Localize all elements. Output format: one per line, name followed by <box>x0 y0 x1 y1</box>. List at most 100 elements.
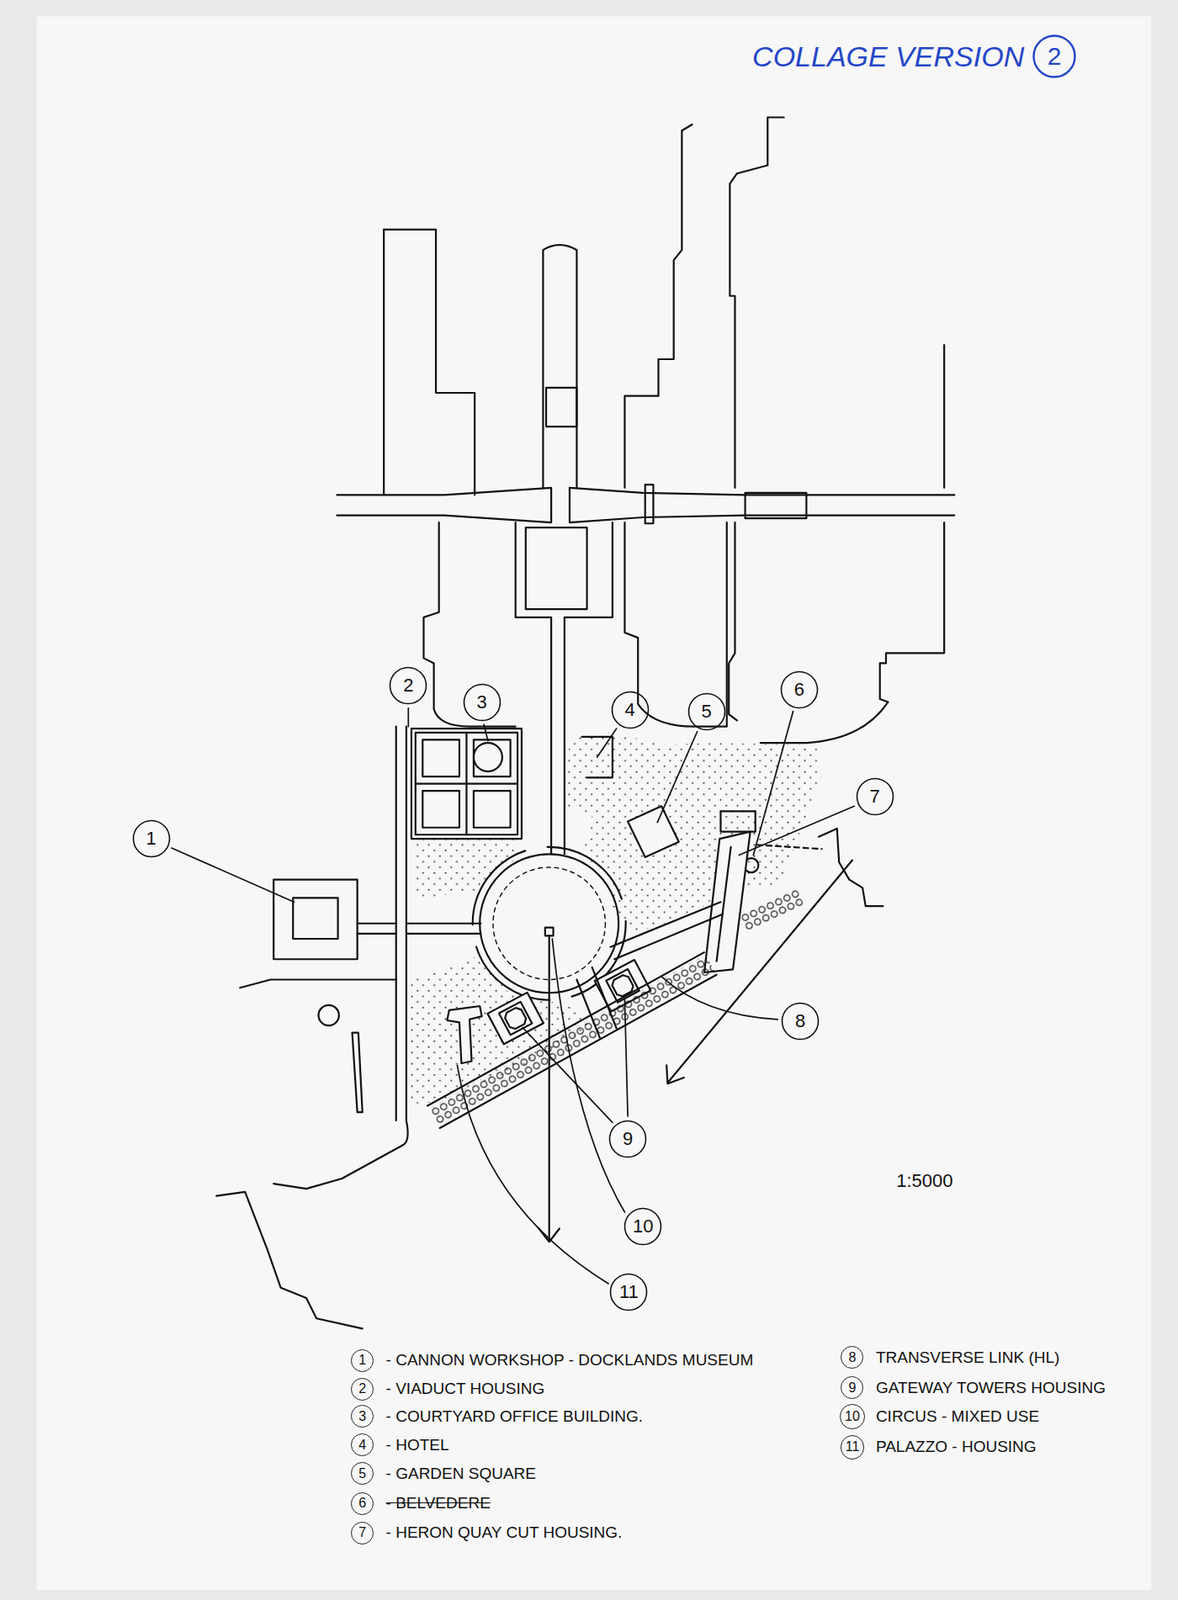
plan-lines-part <box>336 488 552 523</box>
circle-ring <box>610 1120 647 1157</box>
plan-lines-part <box>666 860 853 1085</box>
leader-lines-part <box>624 1000 628 1117</box>
stipple-area <box>567 732 823 934</box>
circle-ring <box>780 672 818 709</box>
callout-circle: 4 <box>610 690 650 730</box>
circle-ring <box>611 692 648 729</box>
circle-ring <box>610 1273 648 1311</box>
circle-ring <box>625 1209 662 1246</box>
plan-lines-part <box>569 488 955 523</box>
circle-ring <box>688 693 725 730</box>
legend-entry: - VIADUCT HOUSING <box>386 1380 546 1397</box>
plan-lines-part <box>415 732 518 835</box>
leader-lines-part <box>551 939 625 1213</box>
plan-lines-part <box>818 828 883 907</box>
version-circle: 2 <box>1032 34 1077 79</box>
circle-ring <box>1034 35 1076 77</box>
callout-circle: 7 <box>855 777 895 817</box>
sheet-title: COLLAGE VERSION <box>752 42 1025 71</box>
plan-lines-part <box>525 527 588 610</box>
legend-entry: - GARDEN SQUARE <box>386 1465 536 1482</box>
legend-entry: - HOTEL <box>386 1437 450 1454</box>
plan-lines-part-part <box>610 973 636 999</box>
callout-number: 4 <box>624 700 635 720</box>
callout-number: 8 <box>795 1012 806 1031</box>
legend-entry: CIRCUS - MIXED USE <box>875 1408 1040 1425</box>
legend-number: 1 <box>350 1349 374 1373</box>
legend-number: 7 <box>350 1522 374 1545</box>
plan-lines-part <box>273 1120 408 1189</box>
plan-lines-part <box>382 229 385 495</box>
circle-ring <box>856 779 893 816</box>
leader-lines-part <box>597 728 617 758</box>
plan-lines-part <box>757 844 822 850</box>
plan-lines-part <box>624 124 692 489</box>
plan-lines-part <box>645 484 654 524</box>
stipple-area <box>413 838 515 901</box>
callout-circle: 8 <box>780 1002 820 1041</box>
plan-lines-part <box>729 116 784 488</box>
plan-lines-part <box>411 728 522 839</box>
plan-lines-part <box>564 522 613 855</box>
callout-circle: 5 <box>687 692 727 732</box>
callout-circle: 3 <box>462 683 502 722</box>
plan-lines-part <box>610 902 722 960</box>
plan-lines-part <box>473 742 503 772</box>
plan-lines-part-part <box>498 1002 532 1035</box>
callout-circle: 6 <box>780 670 819 710</box>
legend-entry: PALAZZO - HOUSING <box>875 1438 1037 1455</box>
plan-lines-part-part <box>503 1006 529 1032</box>
callout-number: 1 <box>145 829 156 849</box>
legend-entry: GATEWAY TOWERS HOUSING <box>875 1379 1106 1396</box>
leader-lines-part <box>657 732 697 823</box>
plan-lines-part <box>546 387 577 427</box>
plan-lines-part <box>473 790 511 828</box>
plan-lines-part <box>446 1006 482 1064</box>
plan-lines-part <box>943 344 945 489</box>
callout-circle: 9 <box>608 1119 648 1159</box>
leader-lines-part <box>738 806 855 855</box>
circle-ring <box>132 821 170 858</box>
plan-lines-part-part <box>487 992 543 1045</box>
leader-lines <box>171 708 855 1285</box>
stipple <box>408 732 822 1105</box>
legend-entry: - HERON QUAY CUT HOUSING. <box>386 1524 623 1541</box>
legend-number: 10 <box>839 1404 865 1430</box>
plan-lines-part <box>427 952 717 1129</box>
leader-lines-part <box>483 724 489 741</box>
plan-lines-part <box>720 811 755 832</box>
plan-lines-part <box>627 806 680 858</box>
callout-circle: 2 <box>388 666 428 706</box>
legend-number: 2 <box>350 1378 374 1401</box>
plan-lines-part <box>569 488 955 495</box>
legend-number: 11 <box>840 1435 865 1460</box>
leader-lines-part <box>661 976 778 1020</box>
plan-lines-part-part <box>739 888 805 933</box>
plan-lines-part <box>539 935 560 1242</box>
plan-lines-part <box>423 522 515 727</box>
plan-lines-part <box>545 928 554 937</box>
circle-ring <box>782 1003 819 1041</box>
plan-lines-part <box>273 880 357 961</box>
callout-number: 2 <box>403 676 414 696</box>
legend-entry: TRANSVERSE LINK (HL) <box>875 1349 1061 1366</box>
legend-entry: - BELVEDERE <box>386 1495 491 1512</box>
plan-lines-part <box>292 897 338 940</box>
version-number: 2 <box>1047 43 1062 69</box>
circle-ring <box>390 668 427 705</box>
leader-lines-part <box>753 711 793 855</box>
plan-lines-part-part <box>427 952 717 1129</box>
callout-circle: 1 <box>132 819 171 859</box>
callout-number: 6 <box>794 680 805 700</box>
callout-number: 5 <box>700 702 712 722</box>
plan-lines-part <box>716 847 732 962</box>
callout-circle: 10 <box>623 1207 663 1247</box>
plan-lines-part <box>728 522 738 721</box>
plan-lines-part <box>352 1033 363 1114</box>
plan-lines-part <box>422 790 460 828</box>
plan-lines-part <box>415 732 518 835</box>
callout-number: 3 <box>476 693 487 712</box>
plan-lines-part <box>739 888 805 933</box>
